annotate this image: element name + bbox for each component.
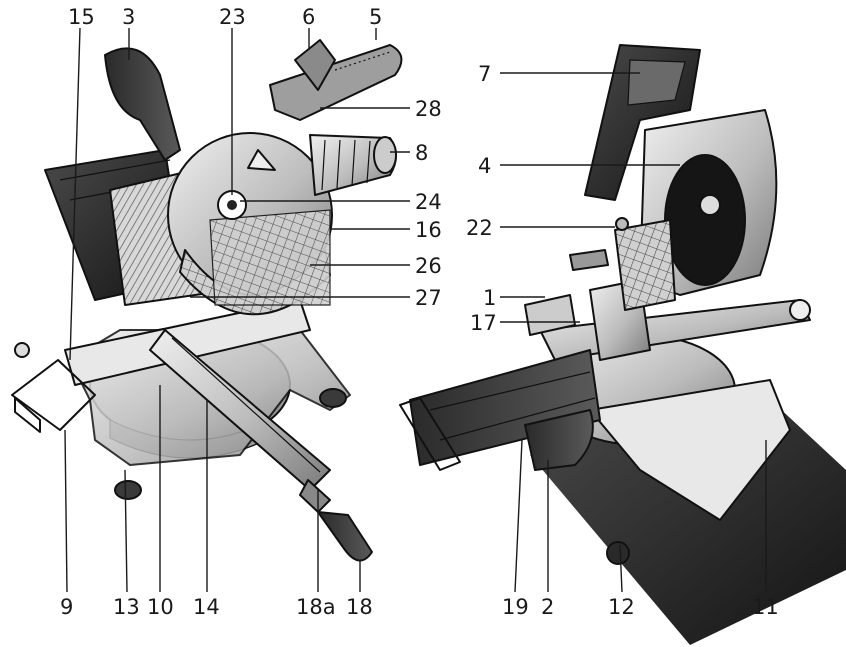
callout-22: 22 [466, 216, 493, 240]
callout-23: 23 [219, 5, 246, 29]
right-guard-grid [614, 219, 676, 311]
callout-26: 26 [415, 254, 442, 278]
rod-shade [429, 371, 596, 441]
callout-2: 2 [541, 595, 554, 619]
callout-17: 17 [470, 311, 497, 335]
callout-9: 9 [60, 595, 73, 619]
side-rod [569, 249, 609, 271]
lock-pin [615, 217, 629, 231]
callout-3: 3 [122, 5, 135, 29]
right-motor [524, 409, 594, 471]
foot-front-left [114, 480, 142, 500]
callout-4: 4 [478, 154, 491, 178]
material-clamp [524, 294, 576, 336]
rod-frame [399, 397, 461, 471]
operating-handle [269, 44, 403, 121]
motor-end-cap [373, 136, 397, 174]
rail-groove [171, 337, 321, 473]
callout-7: 7 [478, 62, 491, 86]
side-extension [11, 359, 96, 431]
right-guard-window [664, 154, 746, 286]
foot-right [319, 388, 347, 408]
callout-8: 8 [415, 141, 428, 165]
right-slide-rods [409, 349, 601, 466]
front-grip [104, 47, 181, 161]
callout-19: 19 [502, 595, 529, 619]
callout-6: 6 [302, 5, 315, 29]
trigger-housing [294, 39, 336, 91]
left-saw-illustration [11, 39, 403, 562]
callout-18: 18 [346, 595, 373, 619]
callout-16: 16 [415, 218, 442, 242]
right-arbor [699, 194, 721, 216]
callout-27: 27 [415, 286, 442, 310]
extension-knob [14, 342, 30, 358]
carry-handle [14, 397, 41, 433]
motor-ribs [321, 139, 371, 191]
callout-24: 24 [415, 190, 442, 214]
callout-14: 14 [193, 595, 220, 619]
callout-13: 13 [113, 595, 140, 619]
callout-18a: 18a [296, 595, 336, 619]
chip-deflector [247, 149, 276, 171]
right-base [589, 379, 791, 521]
right-foot [606, 541, 630, 565]
callout-10: 10 [147, 595, 174, 619]
callout-15: 15 [68, 5, 95, 29]
callout-1: 1 [483, 286, 496, 310]
arbor-bolt [227, 200, 237, 210]
callout-11: 11 [752, 595, 779, 619]
callout-28: 28 [415, 97, 442, 121]
right-handle-inset [627, 59, 686, 106]
callout-12: 12 [608, 595, 635, 619]
callout-labels: 15 3 23 6 5 28 8 24 16 26 27 9 13 10 14 … [60, 5, 779, 619]
right-saw-illustration [399, 44, 846, 645]
rail-end [789, 299, 811, 321]
leader-lines [64, 27, 767, 593]
blade-guard-grid [209, 209, 331, 306]
bevel-lock-grip [317, 511, 373, 562]
callout-5: 5 [369, 5, 382, 29]
